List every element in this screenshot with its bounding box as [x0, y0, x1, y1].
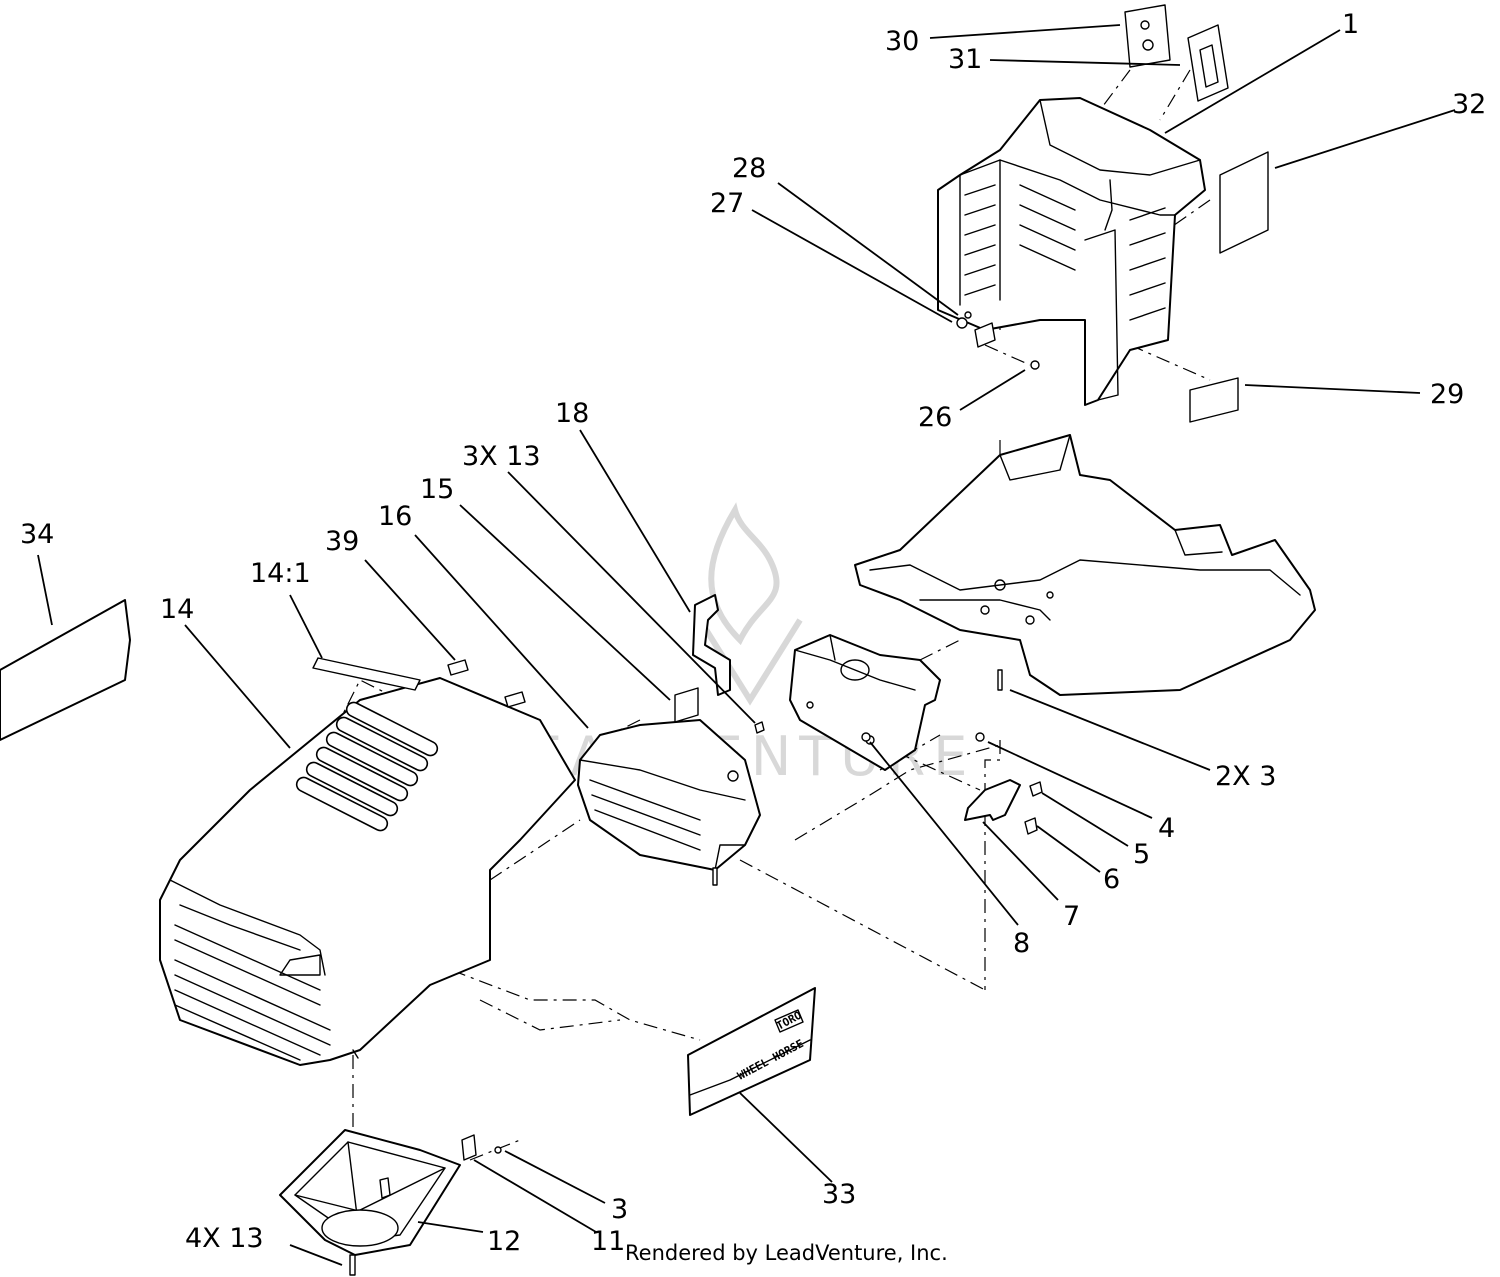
screw-13: [754, 721, 765, 734]
decal-39a: [447, 659, 469, 676]
hood-14: [159, 677, 576, 1066]
callout-27: 27: [710, 188, 744, 219]
nut-26: [1030, 360, 1040, 370]
callout-14: 14: [160, 594, 194, 625]
render-credit: Rendered by LeadVenture, Inc.: [625, 1241, 948, 1265]
callout-6: 6: [1103, 864, 1120, 895]
decal-33: TORO WHEEL HORSE: [687, 987, 816, 1116]
callout-16: 16: [378, 501, 412, 532]
footrest-platform: [854, 434, 1316, 696]
callout-2x3: 2X 3: [1215, 761, 1276, 792]
hardware-cluster: [861, 732, 1043, 835]
grille-16: [577, 719, 761, 886]
decal-15: [674, 687, 699, 723]
callout-28: 28: [732, 153, 766, 184]
callout-26: 26: [918, 402, 952, 433]
callout-29: 29: [1430, 379, 1464, 410]
leader-lines: [37, 24, 1456, 1266]
bracket-18: [692, 594, 731, 696]
callout-32: 32: [1452, 89, 1486, 120]
decal-34: [0, 599, 131, 741]
callout-7: 7: [1063, 901, 1080, 932]
callout-4x13: 4X 13: [185, 1223, 264, 1254]
decal-31: [1187, 24, 1229, 102]
decal-32: [1219, 151, 1269, 254]
bezel-12: [279, 1129, 502, 1276]
decal-14-1: [312, 657, 421, 691]
callout-34: 34: [20, 519, 54, 550]
callout-1: 1: [1342, 9, 1359, 40]
callout-14-1: 14:1: [250, 558, 311, 589]
callout-8: 8: [1013, 928, 1030, 959]
callout-3: 3: [611, 1194, 628, 1225]
decal-39b: [504, 691, 526, 708]
callout-31: 31: [948, 44, 982, 75]
callout-39: 39: [325, 526, 359, 557]
decal-29: [1189, 377, 1239, 423]
bolt-3: [997, 669, 1003, 691]
callouts: 1 30 31 32 28 27 26 29 18 3X 13 15 16 39…: [20, 9, 1486, 1257]
callout-18: 18: [555, 398, 589, 429]
callout-3x13: 3X 13: [462, 441, 541, 472]
callout-12: 12: [487, 1226, 521, 1257]
support-bracket: [789, 634, 941, 771]
decal-30: [1124, 4, 1171, 68]
screw-28: [964, 311, 972, 319]
dash-tower: [937, 97, 1206, 406]
callout-33: 33: [822, 1179, 856, 1210]
callout-11: 11: [591, 1226, 625, 1257]
callout-5: 5: [1133, 839, 1150, 870]
callout-4: 4: [1158, 813, 1175, 844]
callout-15: 15: [420, 474, 454, 505]
washer-27: [956, 317, 968, 329]
callout-30: 30: [885, 26, 919, 57]
